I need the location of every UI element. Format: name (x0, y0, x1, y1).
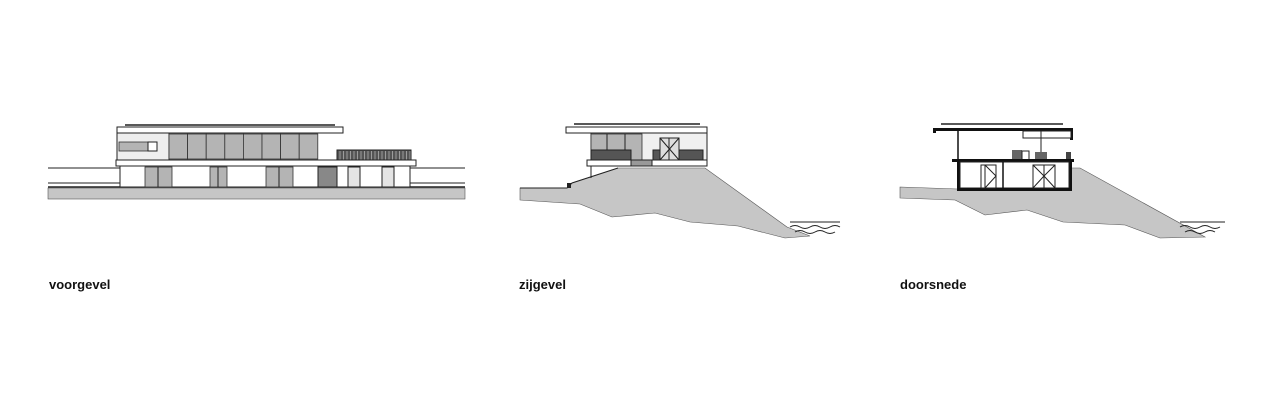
side-elevation-drawing (519, 123, 841, 239)
front-elevation-drawing (47, 124, 466, 200)
window-pane (280, 133, 300, 160)
window-pane (168, 133, 189, 160)
window-pane (187, 133, 207, 160)
ground-band (47, 187, 466, 200)
window-pane (205, 133, 226, 160)
label-doorsnede: doorsnede (900, 277, 966, 292)
window-pane (298, 133, 319, 160)
window-pane (261, 133, 282, 160)
window-pane (242, 133, 263, 160)
window-pane (224, 133, 244, 160)
section-drawing (899, 123, 1225, 239)
label-zijgevel: zijgevel (519, 277, 566, 292)
label-voorgevel: voorgevel (49, 277, 110, 292)
